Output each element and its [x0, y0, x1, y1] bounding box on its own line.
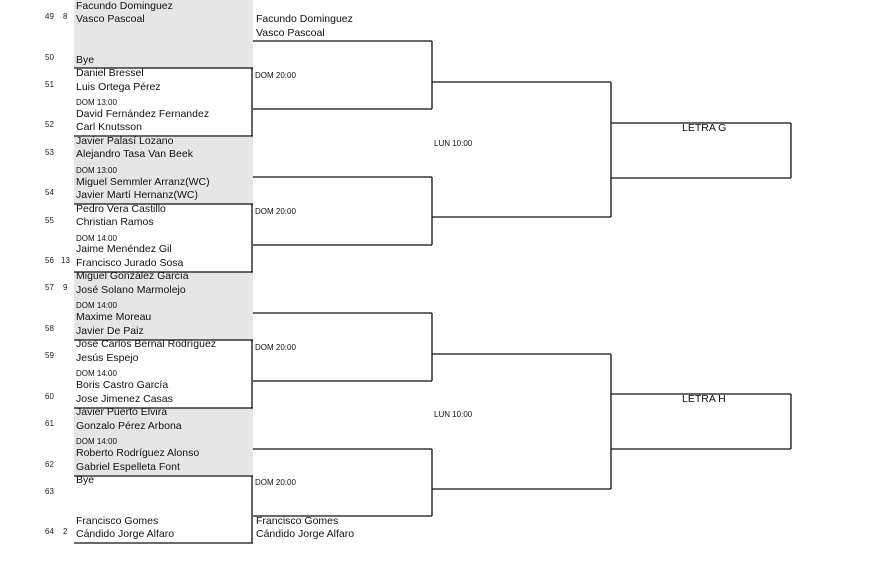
draw-number: 51 — [45, 80, 54, 89]
draw-number: 57 — [45, 283, 54, 292]
player-name: José Carlos Bernal Rodríguez — [76, 338, 217, 350]
player-name: Facundo Dominguez — [76, 0, 173, 12]
draw-number: 53 — [45, 148, 54, 157]
player-name: Miguel González García — [76, 270, 189, 282]
player-name: Luis Ortega Pérez — [76, 81, 161, 93]
seed-number: 13 — [61, 256, 70, 265]
match-block-shade — [74, 408, 253, 475]
draw-number: 55 — [45, 216, 54, 225]
player-name: Javier Puerto Elvira — [76, 406, 168, 418]
round2-match-time: DOM 20:00 — [255, 71, 296, 80]
player-name: Boris Castro García — [76, 379, 169, 391]
player-name: Jose Jimenez Casas — [76, 393, 173, 405]
draw-number: 52 — [45, 120, 54, 129]
player-name: Cándido Jorge Alfaro — [76, 528, 175, 540]
draw-number: 49 — [45, 12, 54, 21]
player-name: Christian Ramos — [76, 216, 154, 228]
draw-number: 60 — [45, 392, 54, 401]
match-time: DOM 13:00 — [76, 98, 117, 107]
player-name: Roberto Rodríguez Alonso — [76, 447, 200, 459]
final-label-h: LETRA H — [682, 393, 726, 405]
match-block-shade — [74, 272, 253, 340]
round2-player-name: Vasco Pascoal — [256, 27, 325, 39]
player-name: Carl Knutsson — [76, 121, 142, 133]
player-name: Javier Martí Hernanz(WC) — [76, 189, 198, 201]
player-name: David Fernández Fernandez — [76, 108, 210, 120]
draw-number: 50 — [45, 53, 54, 62]
match-time: DOM 14:00 — [76, 437, 117, 446]
final-label-g: LETRA G — [682, 122, 727, 134]
draw-number: 54 — [45, 188, 54, 197]
round2-player-name: Francisco Gomes — [256, 515, 339, 527]
seed-number: 9 — [63, 283, 68, 292]
draw-number: 56 — [45, 256, 54, 265]
player-name: José Solano Marmolejo — [76, 284, 186, 296]
draw-number: 64 — [45, 527, 54, 536]
match-time: DOM 14:00 — [76, 369, 117, 378]
round2-player-name: Facundo Dominguez — [256, 13, 353, 25]
match-block-shade — [74, 0, 253, 68]
player-name: Alejandro Tasa Van Beek — [76, 148, 193, 160]
match-time: DOM 13:00 — [76, 166, 117, 175]
round2-match-time: DOM 20:00 — [255, 478, 296, 487]
draw-number: 61 — [45, 419, 54, 428]
player-name: Miguel Semmler Arranz(WC) — [76, 176, 210, 188]
draw-number: 59 — [45, 351, 54, 360]
draw-number: 62 — [45, 460, 54, 469]
round2-match-time: DOM 20:00 — [255, 207, 296, 216]
draw-number: 58 — [45, 324, 54, 333]
player-name: Jaime Menéndez Gil — [76, 243, 172, 255]
player-name: Maxime Moreau — [76, 311, 152, 323]
player-name: Bye — [76, 474, 95, 486]
player-name: Bye — [76, 54, 95, 66]
draw-number: 63 — [45, 487, 54, 496]
seed-number: 8 — [63, 12, 68, 21]
player-name: Javier Palasí Lozano — [76, 135, 174, 147]
round2-match-time: DOM 20:00 — [255, 343, 296, 352]
match-time: DOM 14:00 — [76, 234, 117, 243]
match-time: DOM 14:00 — [76, 301, 117, 310]
player-name: Pedro Vera Castillo — [76, 203, 166, 215]
round2-player-name: Cándido Jorge Alfaro — [256, 528, 355, 540]
player-name: Francisco Gomes — [76, 515, 159, 527]
match-block-shade — [74, 137, 253, 204]
round3-match-time: LUN 10:00 — [434, 410, 473, 419]
player-name: Jesús Espejo — [76, 352, 139, 364]
player-name: Francisco Jurado Sosa — [76, 257, 184, 269]
player-name: Javier De Paiz — [76, 325, 144, 337]
round3-match-time: LUN 10:00 — [434, 139, 473, 148]
seed-number: 2 — [63, 527, 68, 536]
player-name: Gonzalo Pérez Arbona — [76, 420, 182, 432]
player-name: Vasco Pascoal — [76, 13, 145, 25]
player-name: Gabriel Espelleta Font — [76, 461, 180, 473]
player-name: Daniel Bressel — [76, 67, 144, 79]
